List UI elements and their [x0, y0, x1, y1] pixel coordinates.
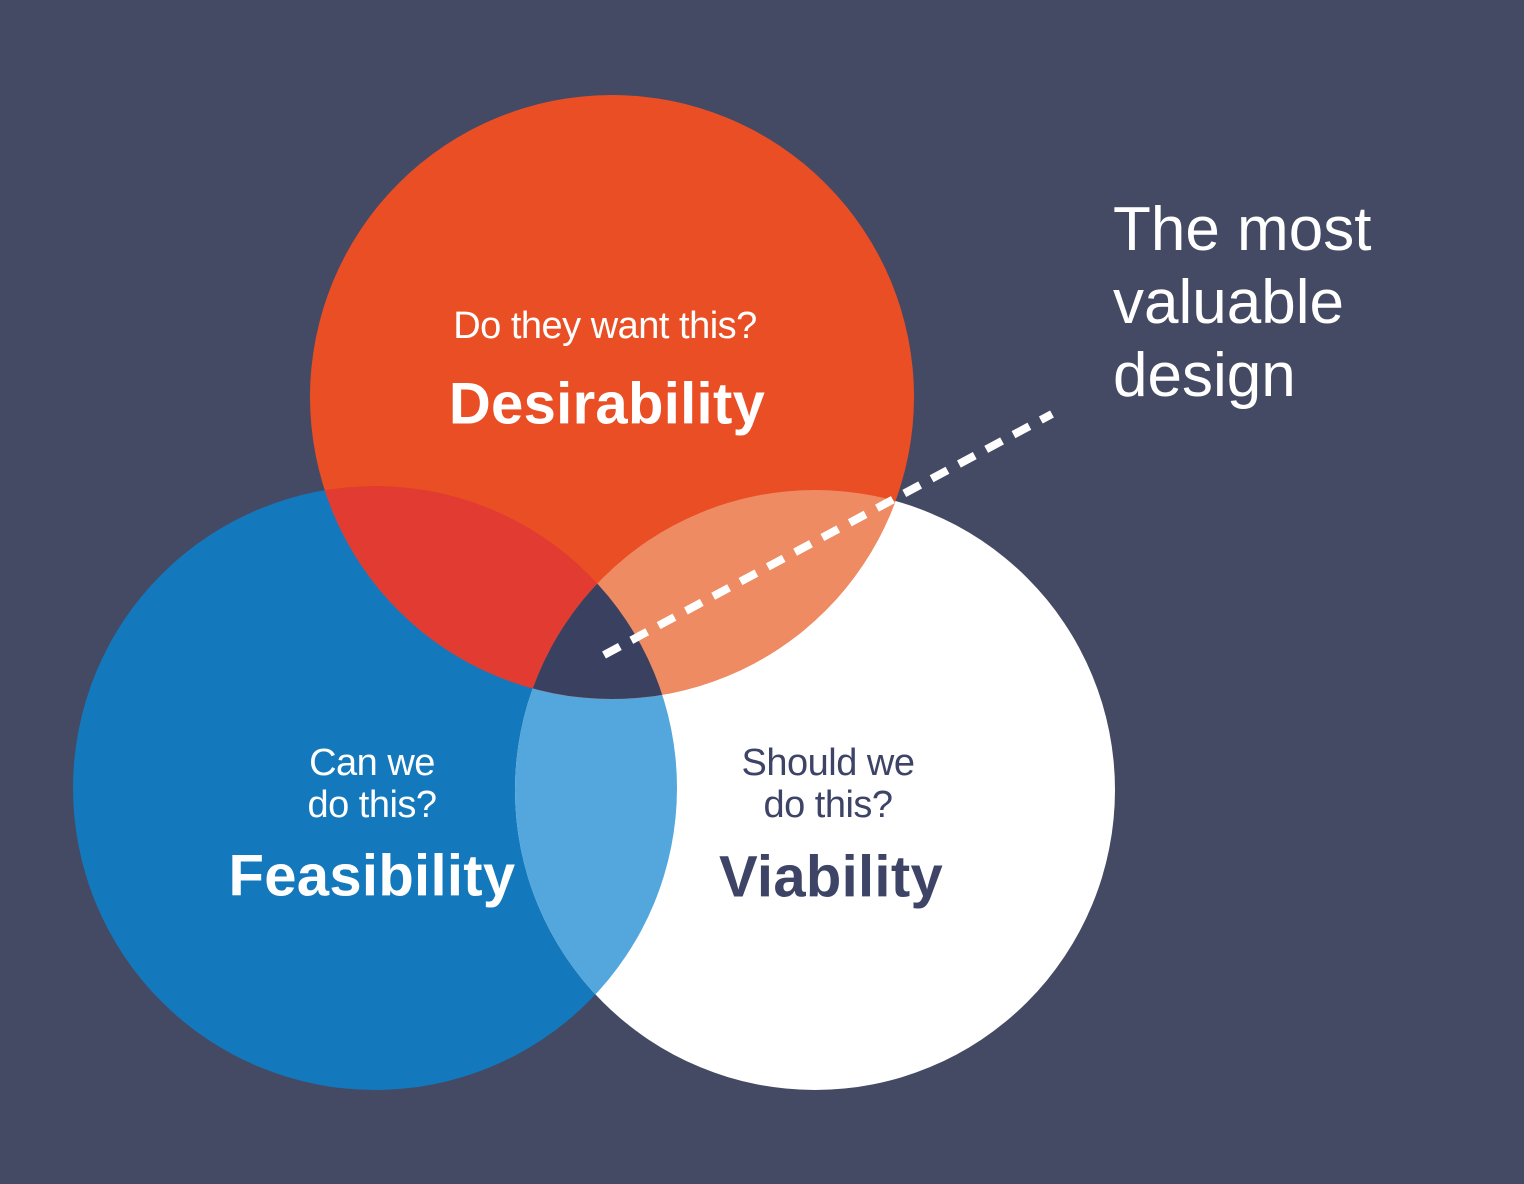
desirability-feasibility-overlap [310, 486, 677, 699]
desirability-viability-overlap [515, 490, 914, 699]
annotation-dashed-line [602, 410, 1054, 659]
